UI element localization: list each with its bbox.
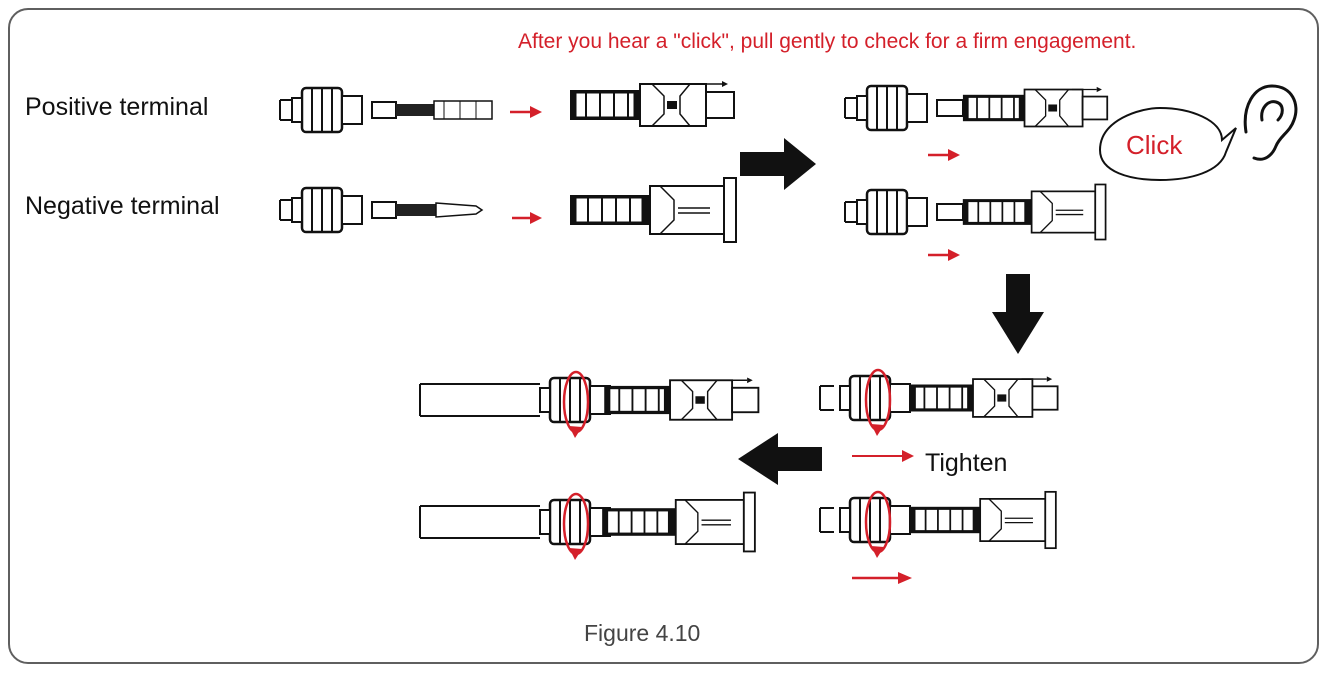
push-arrow-icon [852,450,914,462]
figure-frame [8,8,1319,664]
tighten-label: Tighten [925,449,1008,477]
male-connector-housing [569,177,737,243]
female-connector-housing [569,80,735,127]
ear-icon [1243,84,1298,161]
push-arrow-icon [512,212,542,224]
positive-assembly-tightening [819,368,1059,438]
speech-bubble [1098,106,1237,182]
negative-connector-assembled [419,491,756,562]
push-arrow-icon [928,149,960,161]
positive-connector-assembled [419,370,760,440]
positive-cable-contact [279,86,493,134]
negative-assembly-tightening [819,490,1057,560]
negative-cable-contact [279,186,484,234]
click-label: Click [1126,130,1183,160]
figure-caption: Figure 4.10 [584,620,701,646]
positive-assembly-inserted [844,84,1109,132]
step-arrow-icon [738,433,822,485]
negative-terminal-label: Negative terminal [25,192,220,220]
push-arrow-icon [852,572,912,584]
step-arrow-icon [740,138,816,190]
push-arrow-icon [928,249,960,261]
step-arrow-icon [992,274,1044,354]
negative-assembly-inserted [844,183,1107,241]
instruction-note: After you hear a "click", pull gently to… [518,30,1137,53]
push-arrow-icon [510,106,542,118]
positive-terminal-label: Positive terminal [25,93,209,121]
